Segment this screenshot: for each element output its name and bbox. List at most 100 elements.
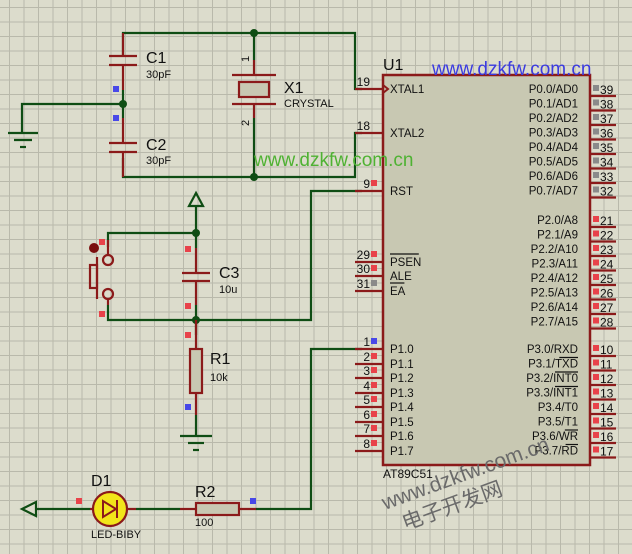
u1-pin-3[interactable]: 3P1.2 bbox=[355, 364, 414, 385]
pin-number: 34 bbox=[600, 156, 614, 170]
pin-number: 10 bbox=[600, 343, 614, 357]
pin-marker bbox=[593, 172, 599, 178]
crystal-x1[interactable] bbox=[232, 60, 276, 118]
ic-u1[interactable] bbox=[381, 73, 592, 467]
clock-input-icon bbox=[382, 84, 390, 94]
u1-pin-4[interactable]: 4P1.3 bbox=[355, 379, 414, 400]
pin-name: XTAL2 bbox=[390, 128, 424, 140]
pin-marker bbox=[99, 239, 105, 245]
capacitor-c3[interactable] bbox=[182, 248, 210, 305]
pin-number: 38 bbox=[600, 98, 614, 112]
pin-number: 19 bbox=[357, 75, 371, 89]
r2-ref: R2 bbox=[195, 484, 216, 501]
pin-name: PSEN bbox=[390, 257, 421, 269]
pin-name: P1.0 bbox=[390, 344, 414, 356]
wire-switch-top[interactable] bbox=[106, 231, 198, 248]
pin-name: P1.6 bbox=[390, 431, 414, 443]
pin-number: 16 bbox=[600, 430, 614, 444]
led-d1[interactable] bbox=[90, 490, 136, 528]
x1-pin2-label: 2 bbox=[240, 120, 252, 126]
junction-dot bbox=[250, 29, 258, 37]
pin-number: 14 bbox=[600, 401, 614, 415]
power-terminal-vcc[interactable] bbox=[187, 190, 205, 208]
pin-number: 32 bbox=[600, 185, 614, 199]
pin-marker bbox=[593, 374, 599, 380]
pin-name: RST bbox=[390, 186, 413, 198]
pin-number: 22 bbox=[600, 229, 614, 243]
pin-marker bbox=[593, 317, 599, 324]
resistor-r2[interactable] bbox=[180, 501, 256, 517]
pin-marker bbox=[593, 128, 599, 135]
x1-ref: X1 bbox=[284, 80, 304, 97]
pin-name: P2.2/A10 bbox=[531, 244, 578, 256]
pin-number: 24 bbox=[600, 258, 614, 272]
wire-p10-r2[interactable] bbox=[256, 347, 362, 511]
x1-pin1-label: 1 bbox=[240, 56, 252, 62]
u1-pin-2[interactable]: 2P1.1 bbox=[355, 350, 414, 371]
u1-pin-32[interactable]: 32 P0.7/AD7 bbox=[529, 185, 616, 199]
pin-marker bbox=[371, 440, 377, 446]
pin-marker bbox=[593, 345, 599, 351]
r1-ref: R1 bbox=[210, 351, 231, 368]
pin-name: P3.7/RD bbox=[535, 446, 578, 458]
u1-pin-8[interactable]: 8P1.7 bbox=[355, 437, 414, 458]
pin-number: 11 bbox=[600, 358, 613, 372]
u1-pin-7[interactable]: 7P1.6 bbox=[355, 422, 414, 443]
junction-dot bbox=[119, 100, 127, 108]
capacitor-c2[interactable] bbox=[109, 118, 137, 177]
resistor-r1[interactable] bbox=[188, 320, 204, 415]
c1-value: 30pF bbox=[146, 69, 171, 81]
u1-pin-5[interactable]: 5P1.4 bbox=[355, 393, 414, 414]
d1-ref: D1 bbox=[91, 473, 112, 490]
reset-push-button[interactable] bbox=[88, 240, 115, 305]
power-terminal-led[interactable] bbox=[19, 500, 38, 518]
u1-pin-6[interactable]: 6P1.5 bbox=[355, 408, 414, 429]
wire-switch-bottom[interactable] bbox=[106, 189, 362, 322]
pin-marker bbox=[593, 274, 599, 280]
pin-name: P0.6/AD6 bbox=[529, 171, 578, 183]
pin-number: 7 bbox=[363, 422, 370, 436]
capacitor-c1[interactable] bbox=[109, 33, 137, 90]
pin-marker bbox=[99, 311, 105, 317]
pin-marker bbox=[371, 396, 377, 402]
wire-cap-ground[interactable] bbox=[20, 102, 123, 133]
button-indicator bbox=[89, 243, 99, 253]
pin-marker bbox=[593, 446, 599, 453]
pin-name: P0.7/AD7 bbox=[529, 186, 578, 198]
u1-pin-1[interactable]: 1P1.0 bbox=[355, 335, 414, 356]
pin-marker bbox=[250, 498, 256, 504]
ground-symbol-2 bbox=[180, 434, 212, 452]
pin-marker bbox=[593, 186, 599, 193]
pin-number: 37 bbox=[600, 112, 614, 126]
